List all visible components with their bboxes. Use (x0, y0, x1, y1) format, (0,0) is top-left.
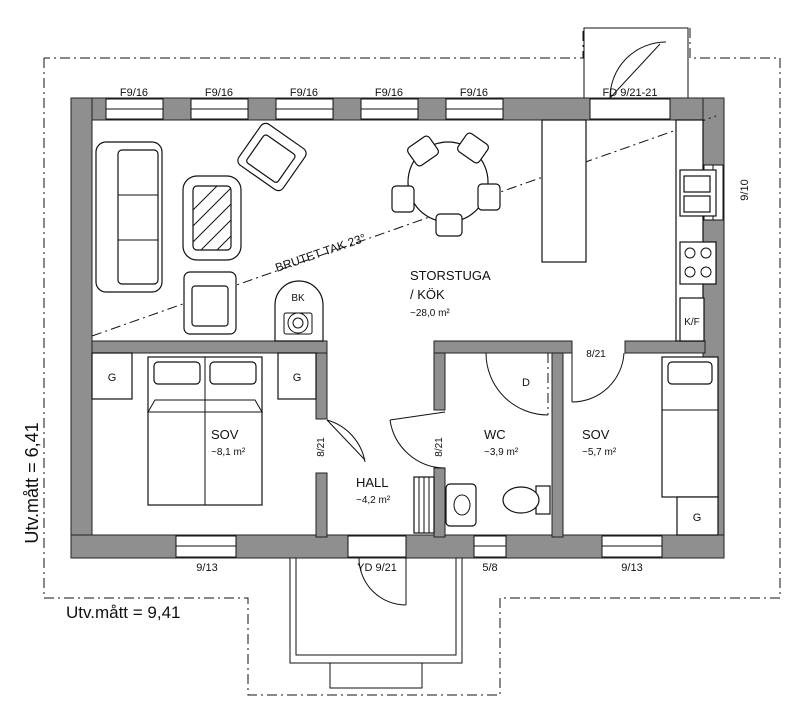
bedroom-1-area: ~8,1 m² (211, 447, 246, 458)
door-label-wc: 8/21 (434, 437, 445, 457)
window-label-right: 9/10 (739, 179, 751, 200)
door-label-bedroom-2: 8/21 (586, 349, 606, 360)
hall-area: ~4,2 m² (356, 495, 391, 506)
door-labels: 8/21 8/21 8/21 (316, 349, 606, 457)
kitchen-counter (675, 119, 717, 342)
hall-name: HALL (356, 475, 389, 490)
window-label-1: F9/16 (120, 87, 148, 99)
window-label-5: F9/16 (460, 87, 488, 99)
fireplace-label: BK (291, 293, 305, 304)
window-label-bottom-right: 9/13 (621, 562, 642, 574)
fireplace (274, 280, 324, 342)
bed-single (661, 356, 719, 498)
door-swings (326, 41, 667, 606)
wc-fixtures (445, 352, 551, 527)
living-room-name: STORSTUGA (410, 268, 491, 283)
entry-porch (289, 554, 463, 689)
living-room-area: ~28,0 m² (410, 308, 450, 319)
coffee-table (182, 175, 242, 261)
wc-name: WC (484, 427, 506, 442)
wardrobe-label-1: G (108, 372, 117, 384)
hall-shelf (413, 476, 435, 534)
fridge-label: K/F (684, 317, 700, 328)
window-label-4: F9/16 (375, 87, 403, 99)
interior-walls (91, 340, 706, 538)
patio-door-label: FD 9/21-21 (602, 87, 657, 99)
wardrobe-label-2: G (293, 372, 302, 384)
bedroom-1-name: SOV (211, 427, 239, 442)
fixture-labels: BK K/F G G G D (108, 293, 702, 524)
living-room-name-2: / KÖK (410, 287, 445, 302)
armchair-top (237, 122, 307, 192)
window-label-bottom-left: 9/13 (196, 562, 217, 574)
window-label-2: F9/16 (205, 87, 233, 99)
sofa (95, 141, 163, 293)
wardrobe-2 (676, 496, 719, 536)
bed-double (147, 356, 263, 506)
wardrobe-label-3: G (693, 512, 702, 524)
shower-label: D (522, 377, 530, 389)
wardrobe-1 (91, 352, 317, 400)
entry-door-label: YD 9/21 (357, 562, 397, 574)
window-label-wc: 5/8 (482, 562, 497, 574)
armchair-bottom (183, 271, 237, 335)
door-label-hall: 8/21 (316, 437, 327, 457)
bedroom-2-area: ~5,7 m² (582, 447, 617, 458)
width-dimension: Utv.mått = 9,41 (66, 603, 180, 622)
height-dimension: Utv.mått = 6,41 (22, 422, 42, 543)
bedroom-2-name: SOV (582, 427, 610, 442)
roof-outline (43, 27, 781, 696)
wc-area: ~3,9 m² (484, 447, 519, 458)
dining-set (391, 132, 501, 237)
room-labels: STORSTUGA / KÖK ~28,0 m² SOV ~8,1 m² WC … (211, 268, 617, 506)
ceiling-note: BRUTET TAK 23° (273, 231, 367, 275)
kitchen-island (541, 119, 587, 263)
window-labels: F9/16 F9/16 F9/16 F9/16 F9/16 FD 9/21-21… (120, 87, 751, 574)
window-label-3: F9/16 (290, 87, 318, 99)
top-windows (105, 98, 671, 120)
